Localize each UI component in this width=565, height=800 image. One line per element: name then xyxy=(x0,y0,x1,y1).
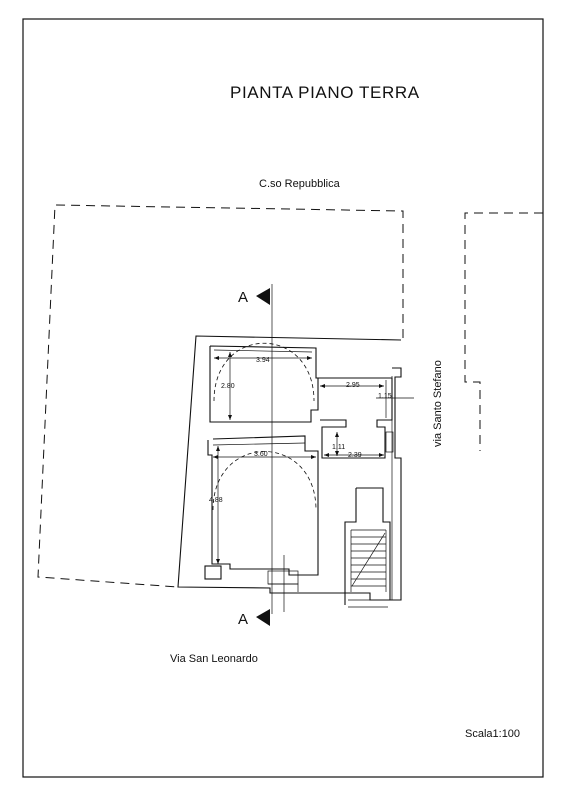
dimension-room-2-width: 3.60 xyxy=(213,451,316,459)
room-1-vault xyxy=(213,342,315,402)
entrance-door xyxy=(267,570,299,585)
section-mark-bottom: A xyxy=(238,611,248,628)
svg-text:4.88: 4.88 xyxy=(209,497,223,504)
section-arrow-top-icon xyxy=(256,288,270,305)
stair-steps xyxy=(348,529,388,608)
section-arrow-bottom-icon xyxy=(256,609,270,626)
room-2-walls xyxy=(207,435,319,576)
street-label-south: Via San Leonardo xyxy=(170,653,258,665)
svg-text:2.95: 2.95 xyxy=(346,382,360,389)
room-2-pillar xyxy=(204,565,222,580)
room-1-walls xyxy=(209,345,319,423)
sheet-frame xyxy=(22,18,544,778)
street-label-east: via Santo Stefano xyxy=(432,360,444,447)
service-niche xyxy=(385,431,394,453)
room-2-inner xyxy=(212,442,306,446)
dimension-wc-depth: 1.11 xyxy=(332,432,345,456)
drawing-title: PIANTA PIANO TERRA xyxy=(230,83,420,102)
lot-boundary-left xyxy=(37,204,404,588)
dimension-room-1-depth: 2.80 xyxy=(221,352,235,420)
building-east-wall xyxy=(390,367,402,601)
dimension-corridor-depth: 1.15 xyxy=(376,380,414,418)
section-mark-top: A xyxy=(238,289,248,306)
room-1-inner xyxy=(213,349,313,353)
svg-text:3.60: 3.60 xyxy=(254,451,268,458)
svg-text:3.94: 3.94 xyxy=(256,357,270,364)
door-swing xyxy=(268,583,299,592)
svg-text:1.11: 1.11 xyxy=(332,444,345,451)
dimension-corridor-width: 2.95 xyxy=(320,382,384,389)
street-label-north: C.so Repubblica xyxy=(259,178,341,190)
dimension-room-1-width: 3.94 xyxy=(214,356,312,364)
room-2-vault xyxy=(212,451,317,511)
svg-text:1.15: 1.15 xyxy=(378,393,392,400)
scale-label: Scala1:100 xyxy=(465,728,520,740)
corridor-walls xyxy=(318,377,393,459)
lot-boundary-right xyxy=(464,212,543,451)
dimension-room-2-depth: 4.88 xyxy=(209,446,223,564)
svg-text:2.80: 2.80 xyxy=(221,383,235,390)
svg-text:2.39: 2.39 xyxy=(348,452,362,459)
dimension-wc-width: 2.39 xyxy=(324,452,384,459)
